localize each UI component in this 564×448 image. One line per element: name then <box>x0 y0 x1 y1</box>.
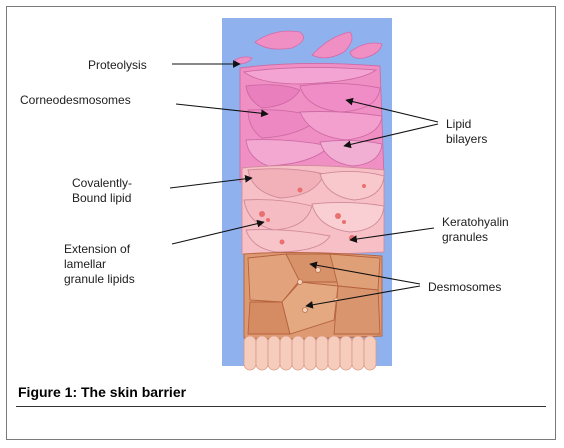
label-desmosomes: Desmosomes <box>428 280 501 295</box>
figure-caption: Figure 1: The skin barrier <box>18 384 186 400</box>
label-corneodesmosomes: Corneodesmosomes <box>20 93 131 108</box>
stratum-spinosum <box>244 252 382 338</box>
label-proteolysis: Proteolysis <box>88 58 147 73</box>
stratum-granulosum <box>242 165 384 254</box>
caption-divider <box>16 406 546 407</box>
label-covalently-bound-lipid: Covalently- Bound lipid <box>72 176 132 206</box>
label-extension-lamellar: Extension of lamellar granule lipids <box>64 242 135 287</box>
label-lipid-bilayers: Lipid bilayers <box>446 117 487 147</box>
stratum-basale <box>244 336 376 370</box>
label-keratohyalin-granules: Keratohyalin granules <box>442 215 509 245</box>
